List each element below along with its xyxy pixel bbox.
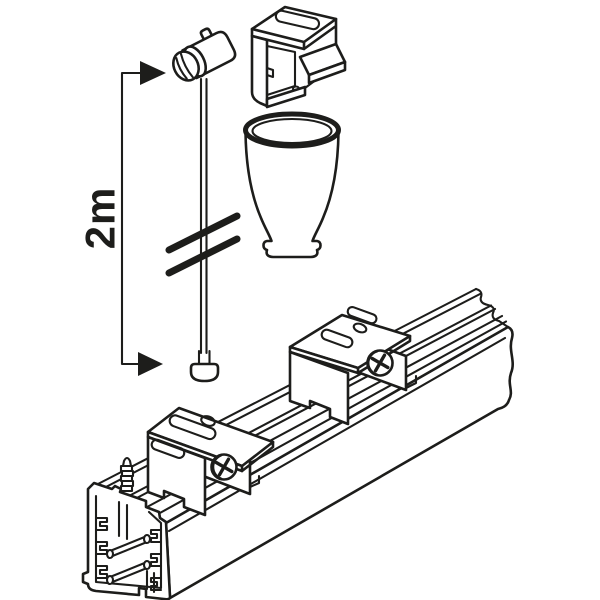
cup-body <box>244 130 340 259</box>
wire-lines <box>199 77 208 355</box>
mounting-bracket-front <box>146 406 275 517</box>
front-bracket-front-leg <box>146 435 207 517</box>
clip-top-slot <box>274 9 321 31</box>
gripper-screw-slot <box>175 52 194 80</box>
clip-plate-thickness <box>250 17 338 51</box>
grub-screw-tip <box>121 456 133 468</box>
front-screw-side <box>212 454 223 480</box>
rear-bracket-front-leg <box>288 350 350 426</box>
front-bracket-slot-2 <box>168 414 217 441</box>
dimension-arrow-bottom <box>138 352 163 376</box>
dimension-annotation: 2m <box>77 61 166 376</box>
front-bracket-plate-edge-right <box>240 440 275 473</box>
suspension-wire <box>165 77 241 383</box>
wire-gripper <box>172 27 237 82</box>
rear-bracket-slot-2 <box>320 328 354 349</box>
rear-bracket-slot-1 <box>346 305 378 325</box>
dimension-line <box>120 71 143 366</box>
rear-bracket-cross-screw-icon <box>366 349 394 377</box>
clip-inner-mouth <box>265 44 297 97</box>
wire-end-neck <box>197 349 211 366</box>
section-rod-1 <box>108 534 149 559</box>
rear-bracket-hole <box>352 322 368 334</box>
rear-bracket-foot <box>404 374 418 390</box>
wire-end-nipple <box>189 362 220 383</box>
clip-left-wall <box>250 34 269 108</box>
section-rod-2 <box>108 560 149 585</box>
section-rod-2-tip <box>142 559 152 571</box>
section-center-post <box>117 500 129 541</box>
front-bracket-hole <box>200 415 216 427</box>
track-cross-section <box>81 481 172 600</box>
rear-screw-cross <box>370 353 390 373</box>
section-rod-2-end <box>105 574 115 586</box>
mounting-bracket-rear <box>288 305 418 426</box>
clip-bottom-plate <box>265 85 307 109</box>
cup-rim-inner <box>251 117 333 145</box>
track-break-edge <box>474 287 510 329</box>
dimension-arrow-top <box>140 61 166 85</box>
front-bracket-foot <box>248 474 261 489</box>
front-screw-cross <box>214 457 234 477</box>
clip-hook-arm-front <box>307 60 347 85</box>
front-bracket-cross-screw-icon <box>210 453 238 481</box>
track-side-face <box>164 325 515 600</box>
section-rod-1-end <box>105 548 115 560</box>
section-rod-1-tip <box>142 533 152 545</box>
canopy-cup <box>243 111 341 259</box>
dimension-label: 2m <box>77 187 124 250</box>
rear-screw-side <box>367 350 379 376</box>
ceiling-clip <box>250 5 347 109</box>
grub-screw-threads <box>119 464 135 493</box>
front-bracket-slot-1 <box>150 438 186 459</box>
section-bottom-channel <box>145 569 156 594</box>
wire-break-marks <box>165 212 241 277</box>
grub-screw <box>119 456 135 493</box>
track-rail <box>81 287 515 600</box>
